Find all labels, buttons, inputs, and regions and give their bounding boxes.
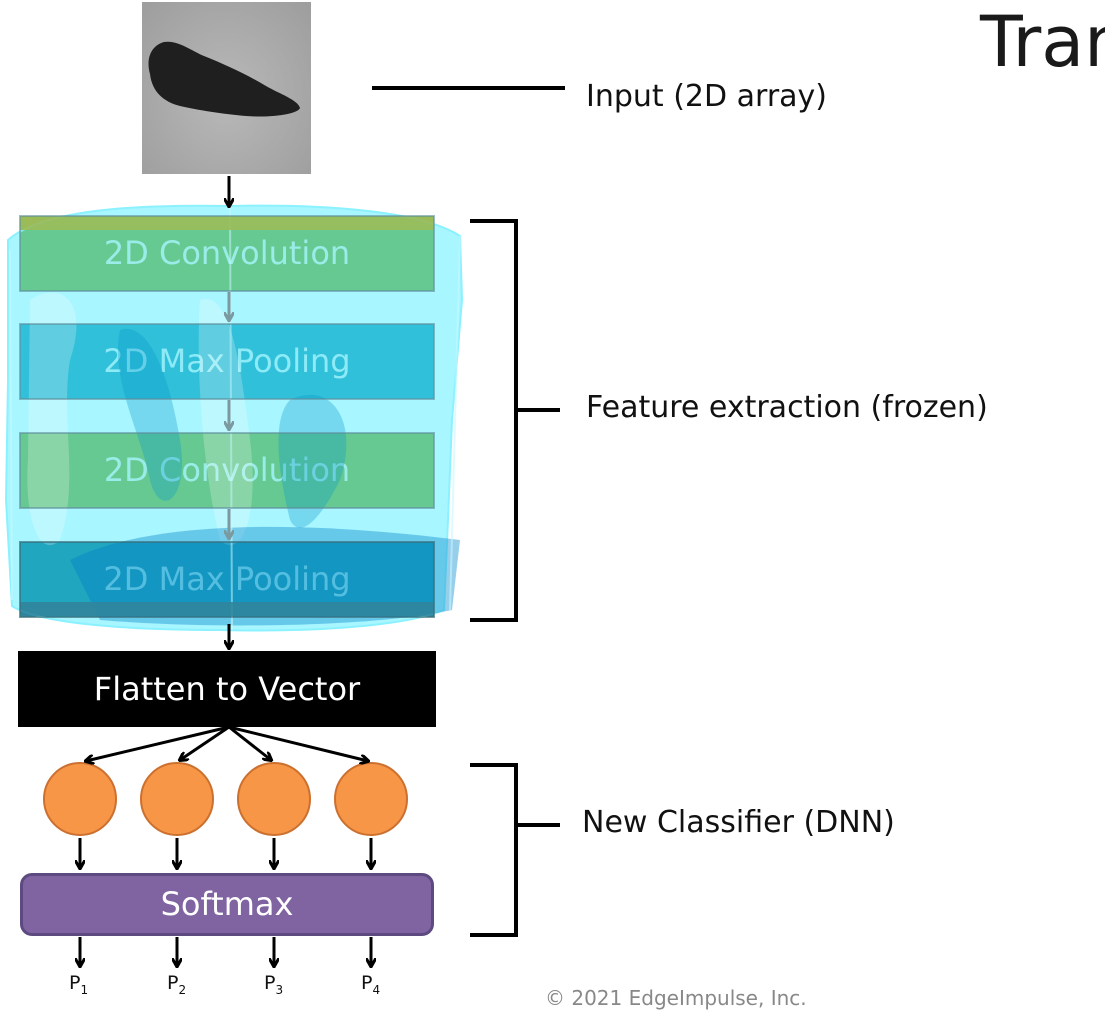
feature-bracket — [470, 219, 518, 622]
softmax-box: Softmax — [20, 873, 434, 936]
input-label: Input (2D array) — [586, 79, 828, 114]
neuron-4 — [334, 762, 408, 836]
neuron-1 — [43, 762, 117, 836]
input-image — [142, 2, 311, 174]
layer-conv-1: 2D Convolution — [20, 216, 434, 291]
neuron-2 — [140, 762, 214, 836]
flatten-label: Flatten to Vector — [93, 670, 361, 708]
layer-conv-2-label: 2D Convolution — [103, 451, 351, 489]
layer-pool-2: 2D Max Pooling — [20, 542, 434, 617]
output-label-p3: P3 — [264, 972, 284, 997]
feature-extraction-label: Feature extraction (frozen) — [586, 390, 988, 425]
layer-pool-1: 2D Max Pooling — [20, 324, 434, 399]
slide-title: Tran — [980, 1, 1105, 83]
layer-conv-2: 2D Convolution — [20, 433, 434, 508]
layer-pool-2-label: 2D Max Pooling — [103, 560, 351, 598]
softmax-label: Softmax — [160, 885, 294, 923]
neuron-3 — [237, 762, 311, 836]
output-label-p4: P4 — [361, 972, 381, 997]
classifier-bracket — [470, 763, 518, 937]
softmax-to-output-arrows — [80, 937, 371, 966]
output-label-p2: P2 — [167, 972, 187, 997]
new-classifier-label: New Classifier (DNN) — [582, 805, 895, 840]
fanout-arrows — [86, 725, 368, 761]
copyright-text: © 2021 EdgeImpulse, Inc. — [545, 986, 807, 1010]
layer-pool-1-label: 2D Max Pooling — [103, 342, 351, 380]
layer-conv-1-label: 2D Convolution — [103, 234, 351, 272]
output-label-p1: P1 — [69, 972, 89, 997]
flatten-box: Flatten to Vector — [18, 651, 436, 727]
neuron-to-softmax-arrows — [80, 838, 371, 868]
input-object-shape — [148, 41, 300, 117]
